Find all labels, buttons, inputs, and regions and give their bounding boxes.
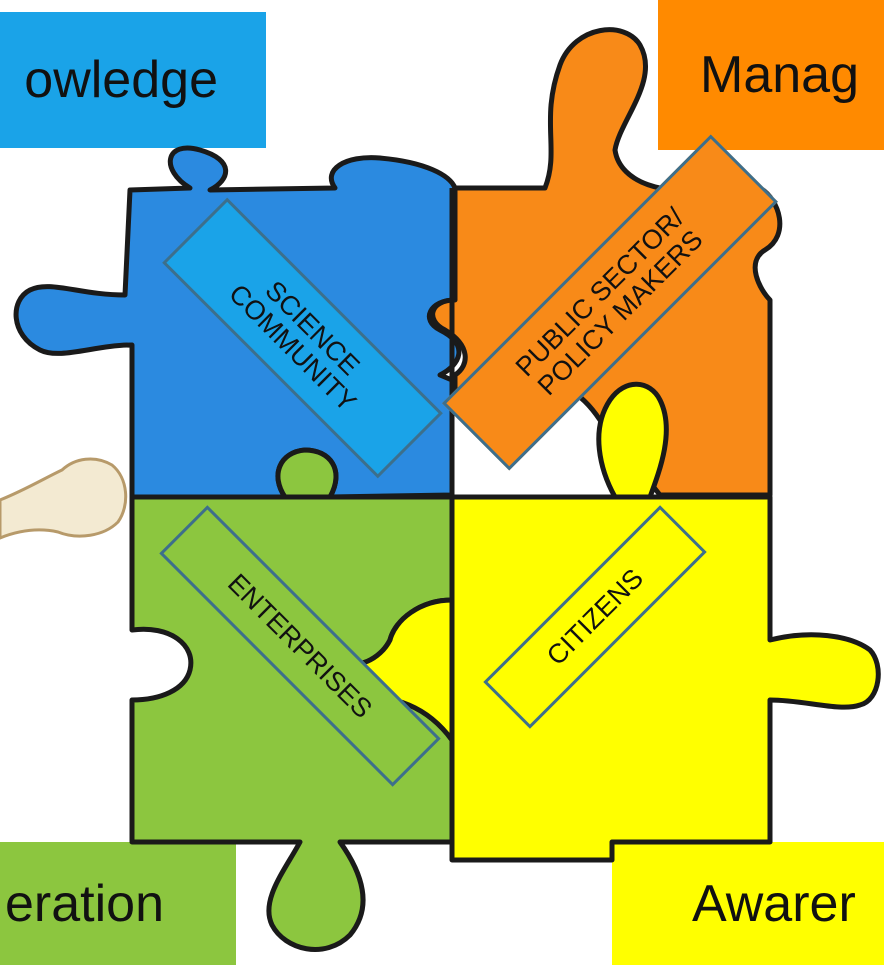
pin-blob-icon <box>0 457 128 540</box>
corner-label-text: eration <box>5 874 164 933</box>
corner-label-text: owledge <box>24 51 218 109</box>
corner-label-text: Manag <box>700 46 859 104</box>
corner-label-knowledge: owledge <box>0 12 266 148</box>
corner-label-awareness: Awarer <box>612 842 884 965</box>
piece-seam <box>132 188 770 860</box>
corner-label-management: Manag <box>658 0 884 150</box>
corner-label-cooperation: eration <box>0 842 236 965</box>
corner-label-text: Awarer <box>692 874 856 933</box>
